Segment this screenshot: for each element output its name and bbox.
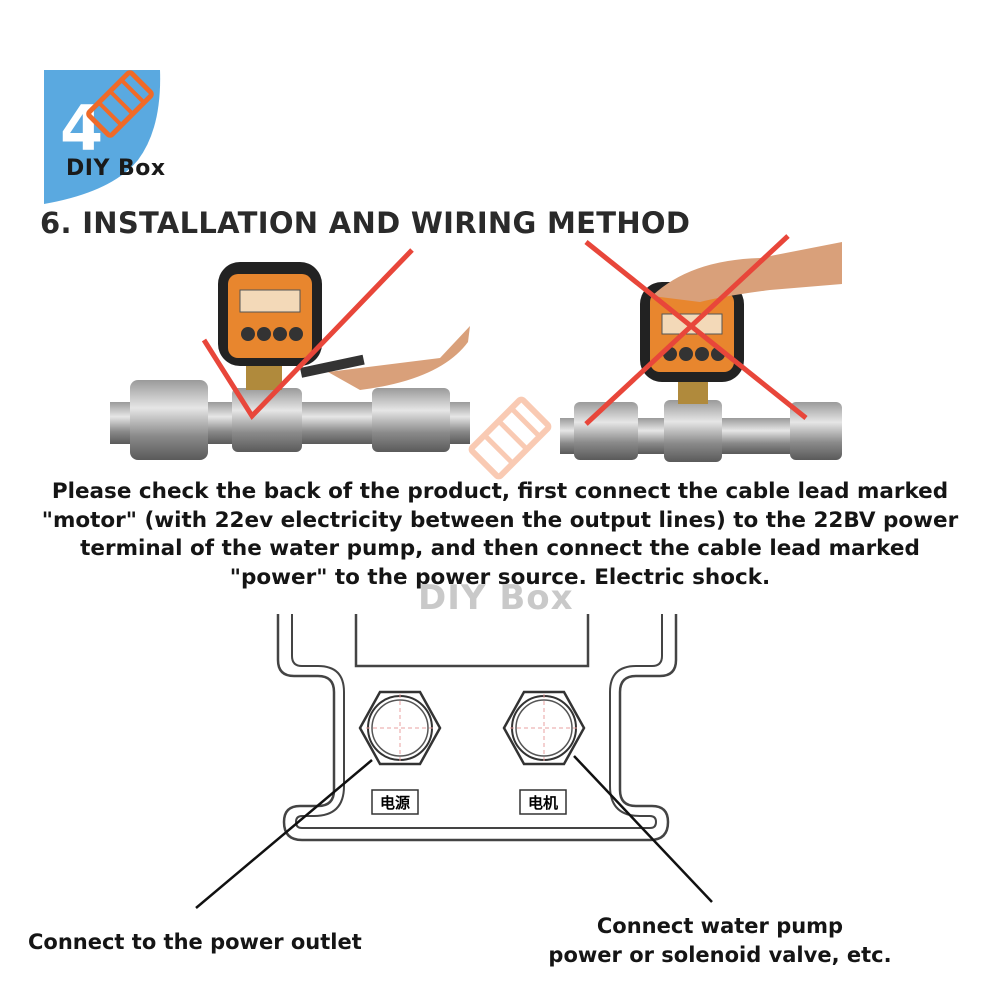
instructions-text: Please check the back of the product, fi…	[41, 479, 959, 590]
diy-box-logo: 4	[44, 70, 161, 204]
watermark-text: DIY Box	[418, 578, 574, 618]
cross-mark-line-1	[584, 240, 808, 420]
logo-circuit-icon	[86, 70, 154, 138]
caption-pump-line-1: Connect water pump	[596, 914, 844, 938]
leader-line-motor	[573, 755, 713, 903]
check-mark	[201, 248, 414, 421]
correct-installation-photo	[110, 248, 470, 460]
power-port-label-box	[371, 789, 419, 815]
cross-mark-line-2	[584, 234, 790, 426]
installation-photos	[110, 234, 842, 480]
tee-fitting-3	[372, 388, 450, 452]
wrench	[299, 354, 365, 378]
incorrect-installation-photo	[560, 234, 842, 462]
watermark-circuit-icon	[468, 396, 552, 480]
leader-line-power	[195, 759, 373, 909]
caption-power-outlet: Connect to the power outlet	[28, 930, 362, 954]
housing-outline-outer	[276, 614, 678, 842]
pressure-controller-device	[218, 262, 322, 366]
motor-port-label-box	[519, 789, 567, 815]
power-port-label: 电源	[380, 794, 410, 812]
tee-fitting-1	[130, 380, 208, 460]
logo-blue-shape	[44, 70, 161, 204]
caption-pump-line-2: power or solenoid valve, etc.	[548, 943, 892, 967]
housing-outline-inner	[291, 614, 663, 829]
logo-text: DIY Box	[66, 156, 166, 181]
display-box	[354, 614, 590, 668]
caption-water-pump: Connect water pump power or solenoid val…	[540, 912, 900, 970]
power-port	[358, 690, 442, 766]
hand-with-wrench	[328, 326, 470, 390]
motor-port	[502, 690, 586, 766]
tee-fitting-2	[232, 388, 302, 452]
wiring-diagram: 电源 电机	[195, 614, 713, 909]
tee-fitting-4	[574, 402, 638, 460]
tee-fitting-5	[664, 400, 722, 462]
page-title: 6. INSTALLATION AND WIRING METHOD	[40, 206, 691, 240]
motor-port-label: 电机	[528, 794, 558, 812]
